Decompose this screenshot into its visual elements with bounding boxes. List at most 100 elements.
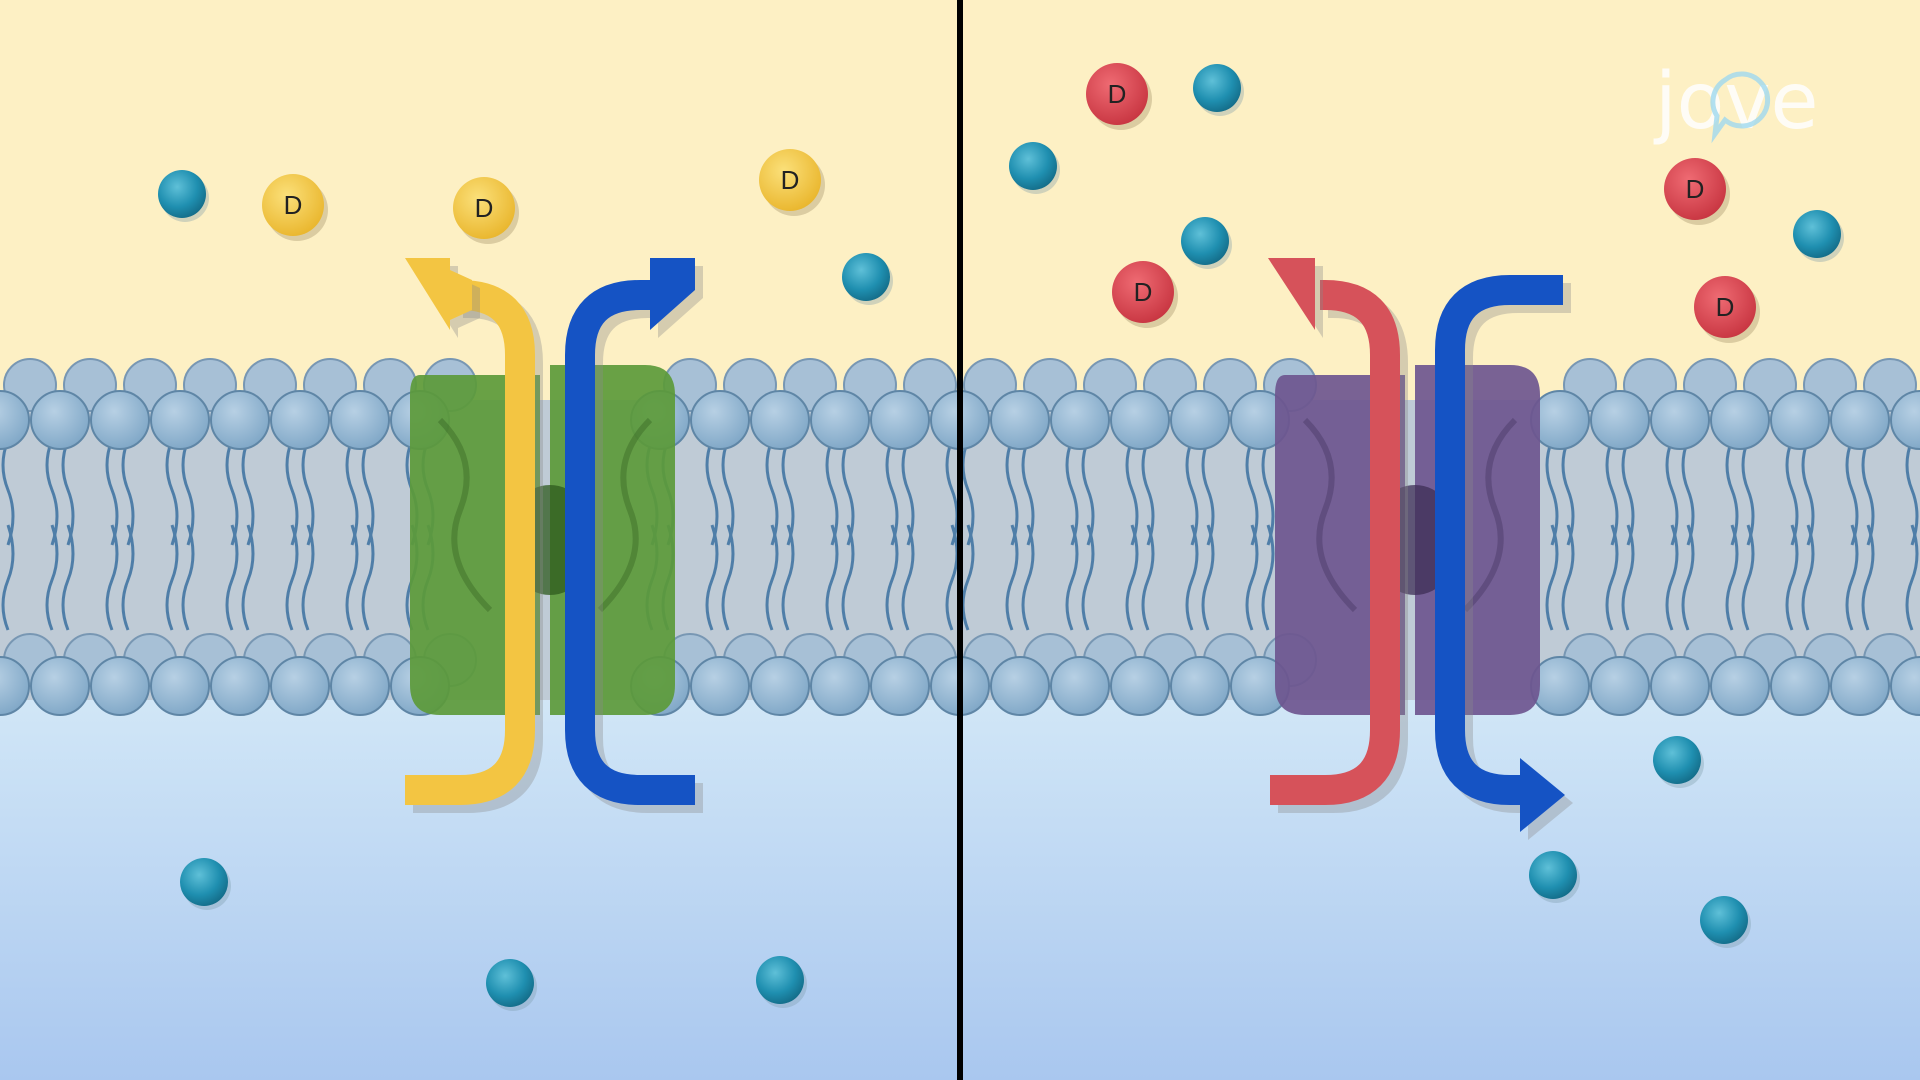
lipid-head <box>90 656 150 716</box>
lipid-head <box>90 390 150 450</box>
lipid-tail <box>1861 439 1875 546</box>
drug-label: D <box>1716 292 1735 322</box>
lipid-head <box>210 390 270 450</box>
lipid-head <box>210 656 270 716</box>
lipid-head <box>150 656 210 716</box>
lipid-tail <box>825 439 839 546</box>
lipid-head <box>1170 390 1230 450</box>
lipid-tail <box>781 439 795 546</box>
yellow-arrow-head <box>405 258 472 330</box>
lipid-tail <box>705 524 719 631</box>
lipid-bilayer <box>0 358 1920 716</box>
lipid-tail <box>901 524 915 631</box>
lipid-head <box>330 656 390 716</box>
lipid-head <box>30 390 90 450</box>
lipid-tail <box>1 439 15 546</box>
blue-arrow-head-right-panel <box>1520 758 1565 832</box>
drug-label: D <box>1108 79 1127 109</box>
lipid-tail <box>1245 439 1259 546</box>
lipid-tail <box>841 439 855 546</box>
lipid-head <box>1110 656 1170 716</box>
lipid-head <box>1830 390 1890 450</box>
lipid-head <box>1830 656 1890 716</box>
lipid-tail <box>1785 524 1799 631</box>
lipid-head <box>150 390 210 450</box>
lipid-tail <box>301 439 315 546</box>
lipid-tail <box>885 439 899 546</box>
lipid-tail <box>1141 439 1155 546</box>
lipid-tail <box>1861 524 1875 631</box>
lipid-tail <box>1261 439 1275 546</box>
lipid-tail <box>1741 524 1755 631</box>
lipid-tail <box>1665 524 1679 631</box>
lipid-tail <box>285 439 299 546</box>
lipid-tail <box>121 524 135 631</box>
ion-particle <box>756 956 804 1004</box>
lipid-tail <box>1 524 15 631</box>
lipid-tail <box>1081 524 1095 631</box>
lipid-head <box>1110 390 1170 450</box>
lipid-tail <box>1785 439 1799 546</box>
drug-particle <box>453 177 515 239</box>
lipid-tail <box>901 439 915 546</box>
lipid-head <box>810 390 870 450</box>
lipid-tail <box>45 524 59 631</box>
lipid-tail <box>105 439 119 546</box>
drug-particle <box>1112 261 1174 323</box>
logo-bubble-icon <box>1710 71 1771 144</box>
ion-particle <box>1529 851 1577 899</box>
lipid-head <box>870 390 930 450</box>
lipid-tail <box>1621 524 1635 631</box>
lipid-tail <box>45 439 59 546</box>
lipid-tail <box>765 524 779 631</box>
lipid-tail <box>1005 439 1019 546</box>
lipid-head <box>270 390 330 450</box>
lipid-tail <box>1245 524 1259 631</box>
blue-arrow-left-panel <box>565 280 695 805</box>
lipid-head <box>1710 656 1770 716</box>
ion-particle <box>180 858 228 906</box>
lipid-tail <box>945 524 959 631</box>
panel-divider <box>957 0 963 1080</box>
lipid-tail <box>945 439 959 546</box>
drug-particle <box>1664 158 1726 220</box>
lipid-tail <box>1845 524 1859 631</box>
lipid-tail <box>301 524 315 631</box>
lipid-head <box>0 390 30 450</box>
lipid-tail <box>1665 439 1679 546</box>
lipid-head <box>810 656 870 716</box>
lipid-tail <box>1125 524 1139 631</box>
logo-text: jove <box>1653 57 1819 147</box>
lipid-tail <box>1681 524 1695 631</box>
ion-particle <box>1700 896 1748 944</box>
lipid-tail <box>241 439 255 546</box>
lipid-tail <box>1621 439 1635 546</box>
lipid-tail <box>1725 524 1739 631</box>
purple-transporter-ridge <box>1462 417 1518 613</box>
lipid-tail <box>225 524 239 631</box>
ion-particle <box>1793 210 1841 258</box>
lipid-tail <box>1605 524 1619 631</box>
green-transporter-ridge <box>437 417 493 613</box>
lipid-tail <box>345 524 359 631</box>
ion-particle <box>1009 142 1057 190</box>
lipid-tail <box>61 524 75 631</box>
lipid-tail <box>1845 439 1859 546</box>
lipid-tail <box>705 439 719 546</box>
lipid-tail <box>1185 439 1199 546</box>
lipid-tail <box>121 439 135 546</box>
drug-label: D <box>1134 277 1153 307</box>
lipid-head <box>1650 390 1710 450</box>
transport-arrows <box>405 258 1573 840</box>
lipid-head <box>1590 656 1650 716</box>
lipid-tail <box>1545 524 1559 631</box>
ion-particle <box>158 170 206 218</box>
lipid-tail <box>1141 524 1155 631</box>
lipid-tail <box>1005 524 1019 631</box>
lipid-tail <box>1605 439 1619 546</box>
lipid-tail <box>61 439 75 546</box>
lipid-head <box>30 656 90 716</box>
